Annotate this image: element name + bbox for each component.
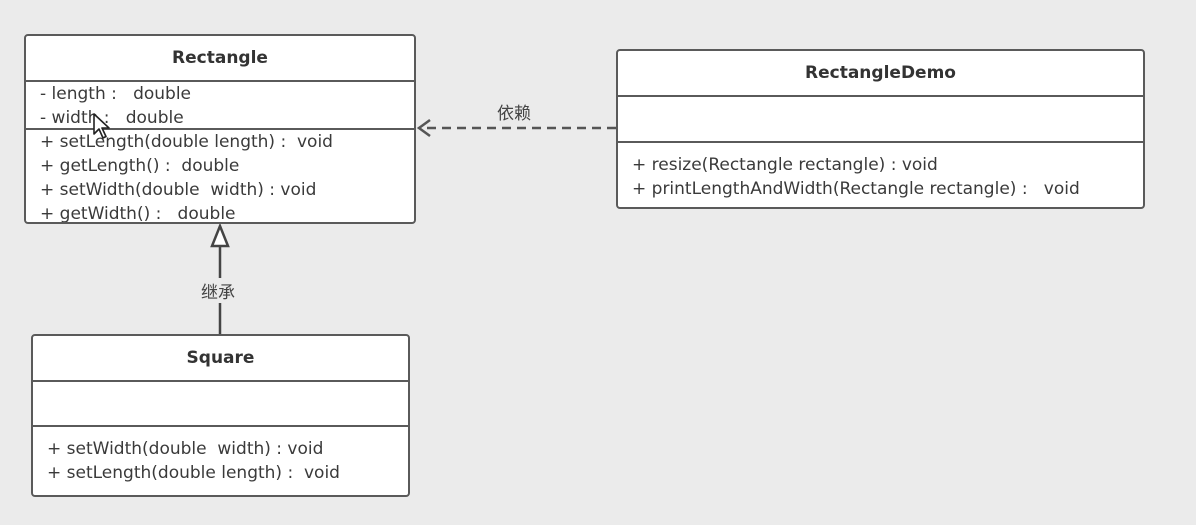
- attribute-width: - width : double: [40, 108, 184, 128]
- method-printlengthandwidth: + printLengthAndWidth(Rectangle rectangl…: [632, 179, 1080, 199]
- method-setlength: + setLength(double length) : void: [40, 132, 333, 152]
- class-square-attributes: [33, 382, 408, 427]
- method-setwidth: + setWidth(double width) : void: [47, 439, 324, 459]
- dependency-label: 依赖: [494, 99, 534, 124]
- class-rectangle-demo-title: RectangleDemo: [618, 51, 1143, 97]
- dependency-arrowhead: [416, 118, 431, 138]
- class-square[interactable]: Square + setWidth(double width) : void +…: [31, 334, 410, 497]
- class-rectangle-attributes: - length : double - width : double: [26, 82, 414, 130]
- mouse-cursor-icon: [93, 113, 110, 139]
- method-setlength: + setLength(double length) : void: [47, 463, 340, 483]
- method-resize: + resize(Rectangle rectangle) : void: [632, 155, 938, 175]
- class-rectangle[interactable]: Rectangle - length : double - width : do…: [24, 34, 416, 224]
- class-rectangle-title: Rectangle: [26, 36, 414, 82]
- attribute-length: - length : double: [40, 84, 192, 104]
- class-rectangle-demo[interactable]: RectangleDemo + resize(Rectangle rectang…: [616, 49, 1145, 209]
- class-rectangle-methods: + setLength(double length) : void + getL…: [26, 130, 414, 224]
- method-setwidth: + setWidth(double width) : void: [40, 180, 317, 200]
- class-square-title: Square: [33, 336, 408, 382]
- method-getwidth: + getWidth() : double: [40, 204, 236, 224]
- method-getlength: + getLength() : double: [40, 156, 240, 176]
- class-rectangle-demo-methods: + resize(Rectangle rectangle) : void + p…: [618, 143, 1143, 201]
- class-square-methods: + setWidth(double width) : void + setLen…: [33, 427, 408, 485]
- inheritance-arrowhead: [210, 222, 230, 248]
- class-rectangle-demo-attributes: [618, 97, 1143, 143]
- inheritance-label: 继承: [198, 278, 238, 303]
